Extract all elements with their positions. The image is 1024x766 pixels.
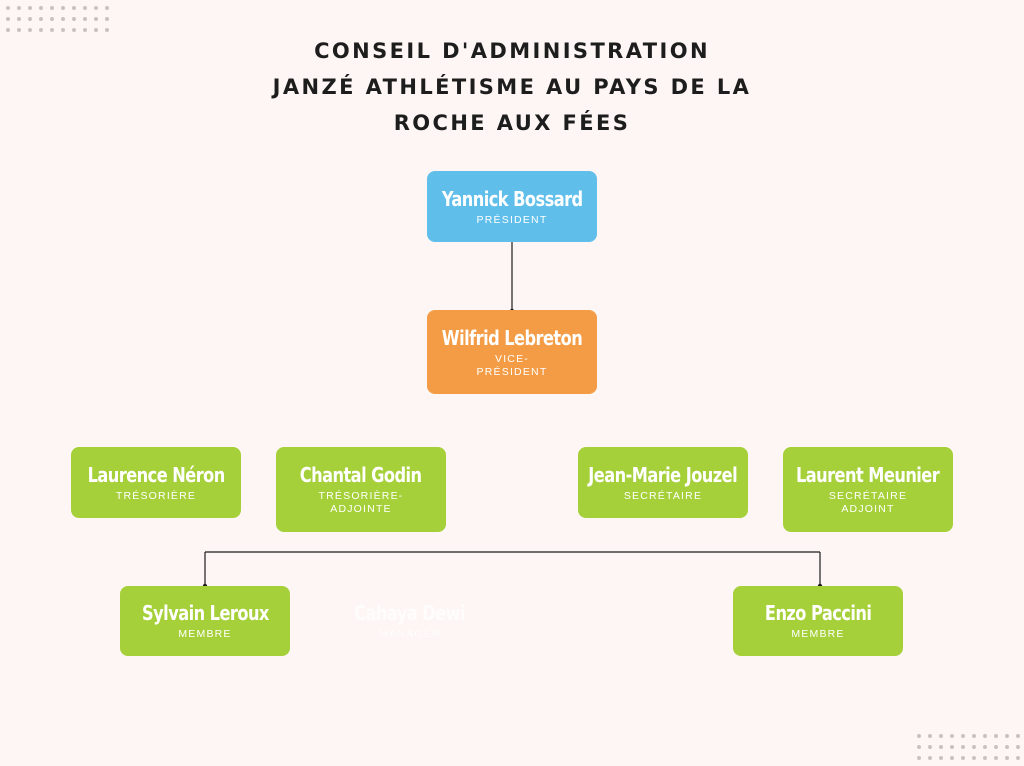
decorative-dot (1005, 745, 1009, 749)
node-secretaire-adjoint-name: Laurent Meunier (796, 463, 940, 487)
node-secretaire-adjoint[interactable]: Laurent Meunier SECRÉTAIRE ADJOINT (783, 447, 953, 532)
decorative-dot (6, 17, 10, 21)
decorative-dot (39, 28, 43, 32)
decorative-dot (61, 17, 65, 21)
decorative-dot (83, 17, 87, 21)
decorative-dot (83, 28, 87, 32)
decorative-dot (50, 28, 54, 32)
decorative-dot (983, 745, 987, 749)
decorative-dot (950, 745, 954, 749)
node-vice-president[interactable]: Wilfrid Lebreton VICE- PRÉSIDENT (427, 310, 597, 394)
decorative-dot (939, 734, 943, 738)
node-membre-2-name: Enzo Paccini (764, 601, 872, 625)
node-tresoriere-adjointe-role: TRÉSORIÈRE- ADJOINTE (318, 490, 404, 515)
node-president-role: PRÉSIDENT (476, 213, 548, 226)
decorative-dot (950, 734, 954, 738)
title-line-1: CONSEIL D'ADMINISTRATION (314, 39, 710, 63)
decorative-dot (1016, 734, 1020, 738)
node-tresoriere-role: TRÉSORIÈRE (115, 489, 197, 502)
decorative-dot (72, 6, 76, 10)
decorative-dot (917, 756, 921, 760)
decorative-dot (6, 6, 10, 10)
decorative-dot (94, 6, 98, 10)
decorative-dot (983, 734, 987, 738)
decorative-dot (50, 6, 54, 10)
node-ghost-role: MANAGER (379, 628, 441, 640)
node-membre-1[interactable]: Sylvain Leroux MEMBRE (120, 586, 290, 656)
decorative-dot (61, 6, 65, 10)
node-secretaire[interactable]: Jean-Marie Jouzel SECRÉTAIRE (578, 447, 748, 518)
decorative-dot (105, 28, 109, 32)
decorative-dot (17, 17, 21, 21)
decorative-dot (994, 745, 998, 749)
node-president[interactable]: Yannick Bossard PRÉSIDENT (427, 171, 597, 242)
decorative-dot (72, 17, 76, 21)
decorative-dot (94, 28, 98, 32)
title-line-2: JANZÉ ATHLÉTISME AU PAYS DE LA (272, 75, 752, 99)
node-secretaire-adjoint-role: SECRÉTAIRE ADJOINT (828, 490, 908, 515)
decorative-dot (6, 28, 10, 32)
node-tresoriere[interactable]: Laurence Néron TRÉSORIÈRE (71, 447, 241, 518)
node-president-name: Yannick Bossard (441, 186, 583, 211)
node-membre-2[interactable]: Enzo Paccini MEMBRE (733, 586, 903, 656)
node-vice-president-role: VICE- PRÉSIDENT (476, 352, 548, 378)
decorative-dot (928, 745, 932, 749)
node-membre-1-name: Sylvain Leroux (141, 601, 269, 625)
decorative-dot (994, 734, 998, 738)
node-membre-1-role: MEMBRE (178, 628, 232, 640)
decorative-dot (1005, 734, 1009, 738)
decorative-dot (961, 734, 965, 738)
decorative-dot (983, 756, 987, 760)
decorative-dot (961, 756, 965, 760)
node-ghost-name: Cahaya Dewi (354, 601, 466, 625)
node-ghost-placeholder: Cahaya Dewi MANAGER (325, 586, 495, 656)
node-tresoriere-adjointe[interactable]: Chantal Godin TRÉSORIÈRE- ADJOINTE (276, 447, 446, 532)
title-line-3: ROCHE AUX FÉES (393, 111, 631, 135)
decorative-dot (994, 756, 998, 760)
decorative-dot (50, 17, 54, 21)
node-membre-2-role: MEMBRE (791, 628, 845, 640)
decorative-dot (28, 28, 32, 32)
decorative-dot (94, 17, 98, 21)
node-tresoriere-adjointe-name: Chantal Godin (300, 463, 422, 487)
decorative-dot (61, 28, 65, 32)
node-secretaire-role: SECRÉTAIRE (623, 489, 703, 502)
decorative-dot (917, 734, 921, 738)
decorative-dot (83, 6, 87, 10)
node-tresoriere-name: Laurence Néron (87, 462, 225, 487)
decorative-dot (1005, 756, 1009, 760)
node-vice-president-name: Wilfrid Lebreton (441, 325, 583, 350)
decorative-dot (917, 745, 921, 749)
decorative-dot (39, 6, 43, 10)
decorative-dot (972, 734, 976, 738)
decorative-dot (972, 745, 976, 749)
decorative-dot (928, 756, 932, 760)
page-title: CONSEIL D'ADMINISTRATION JANZÉ ATHLÉTISM… (212, 33, 812, 141)
decorative-dot (1016, 756, 1020, 760)
decorative-dot (105, 17, 109, 21)
decorative-dot (72, 28, 76, 32)
decorative-dot (961, 745, 965, 749)
decorative-dot (28, 17, 32, 21)
decorative-dot (1016, 745, 1020, 749)
decorative-dot (950, 756, 954, 760)
decorative-dot (939, 745, 943, 749)
decorative-dot (972, 756, 976, 760)
decorative-dot (17, 6, 21, 10)
decorative-dot (28, 6, 32, 10)
decorative-dot (939, 756, 943, 760)
decorative-dot (105, 6, 109, 10)
node-secretaire-name: Jean-Marie Jouzel (588, 462, 738, 487)
decorative-dot (17, 28, 21, 32)
decorative-dot (928, 734, 932, 738)
decorative-dot (39, 17, 43, 21)
